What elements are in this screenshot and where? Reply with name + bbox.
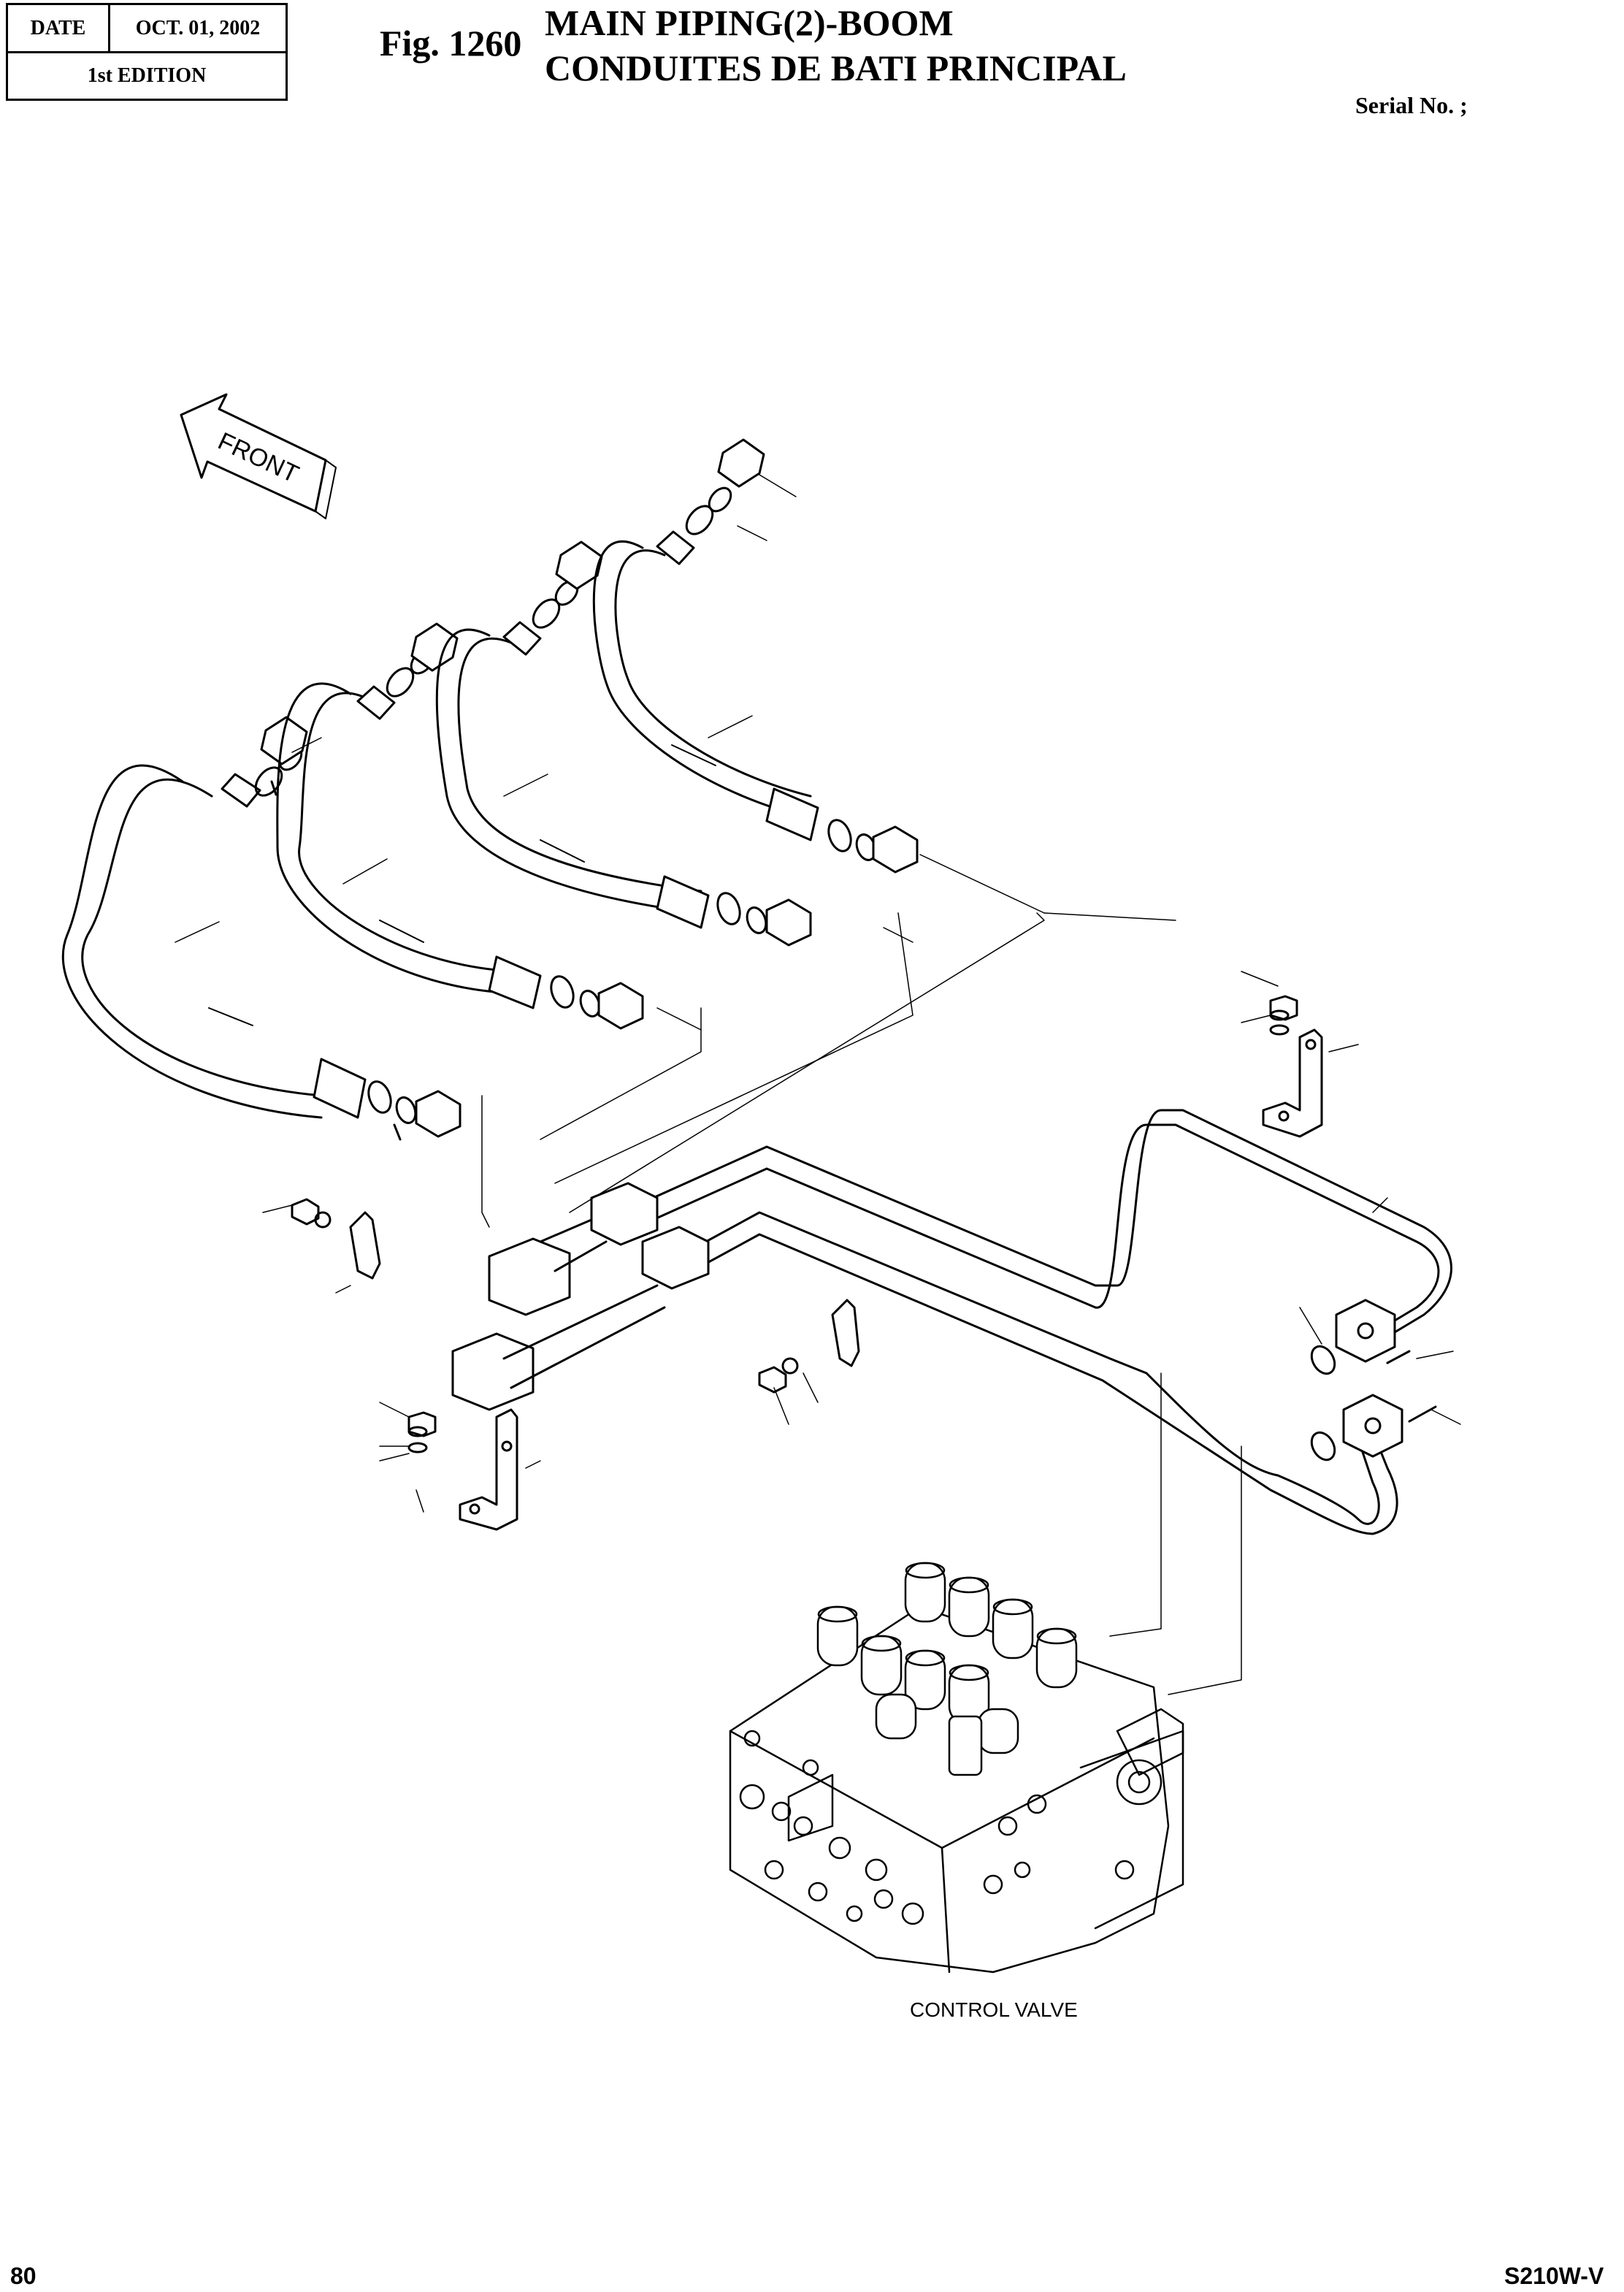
flange-upper	[1310, 1299, 1411, 1375]
bracket-lower-left	[407, 1408, 518, 1531]
control-valve-drawing	[729, 1562, 1184, 1974]
hose-1	[61, 716, 461, 1141]
figure-number: Fig. 1260	[380, 23, 522, 64]
steel-pipe-lower	[451, 1211, 1398, 1535]
page-number: 80	[10, 2263, 37, 2289]
title-english: MAIN PIPING(2)-BOOM	[545, 2, 954, 43]
date-edition-box: DATE OCT. 01, 2002 1st EDITION	[6, 3, 288, 101]
hose-2	[276, 622, 644, 1030]
hose-3	[435, 540, 812, 947]
front-arrow: FRONT	[180, 393, 337, 519]
clamp-center	[758, 1299, 860, 1394]
date-value: OCT. 01, 2002	[135, 16, 261, 39]
edition-label: 1st EDITION	[87, 64, 207, 87]
bracket-upper-right	[1262, 995, 1323, 1138]
clamp-left	[291, 1198, 381, 1280]
leader-lines	[262, 474, 1461, 1695]
control-valve-label: CONTROL VALVE	[910, 1998, 1078, 2021]
date-label: DATE	[8, 5, 110, 51]
flange-lower	[1310, 1394, 1437, 1462]
serial-number: Serial No. ;	[1355, 92, 1468, 118]
date-row: DATE OCT. 01, 2002	[8, 5, 286, 53]
hose-4	[592, 438, 919, 874]
model-code: S210W-V	[1504, 2263, 1604, 2289]
steel-pipe-upper	[488, 1109, 1452, 1338]
title-french: CONDUITES DE BATI PRINCIPAL	[545, 47, 1127, 88]
